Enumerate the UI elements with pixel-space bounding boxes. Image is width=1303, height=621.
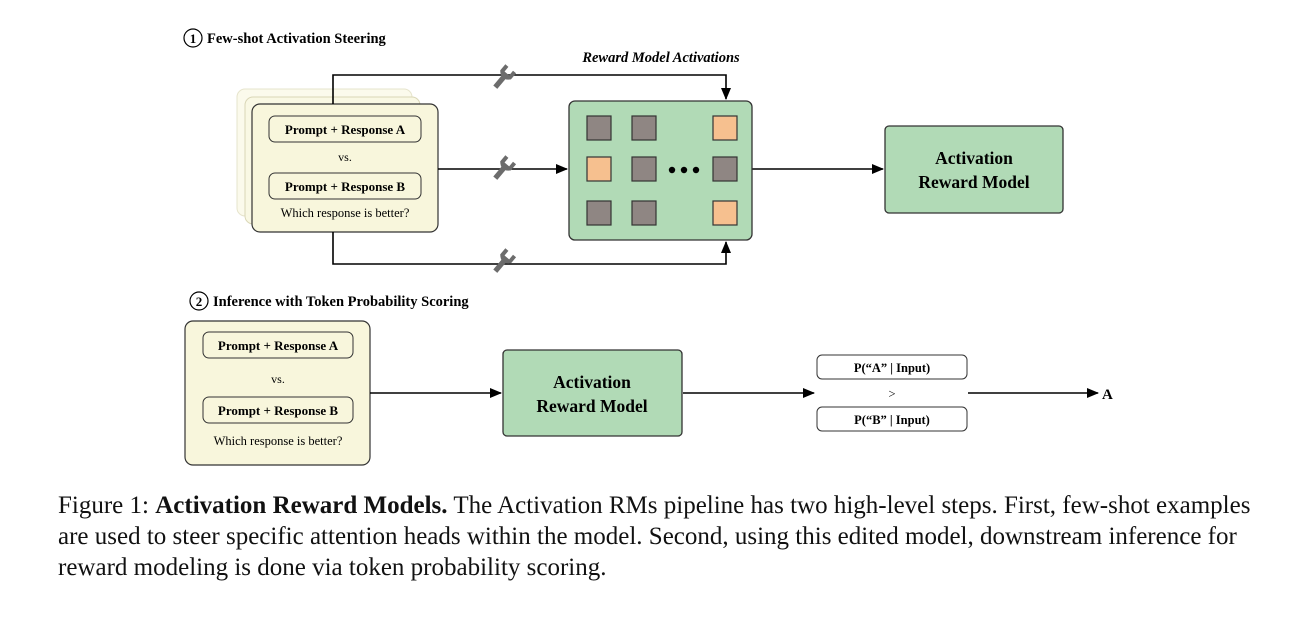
pipeline-diagram: 1 Few-shot Activation Steering Reward Mo…: [183, 28, 1113, 466]
step2-circle: [189, 291, 209, 311]
response-a-label: Prompt + Response A: [285, 122, 406, 137]
top-arrow: [332, 74, 731, 104]
prob-b-box: [816, 406, 968, 432]
ellipsis-dot: [680, 166, 688, 174]
question-label: Which response is better?: [281, 206, 410, 220]
activation-rm-line1: Activation: [935, 148, 1013, 168]
activation-rm-box-step2: Activation Reward Model: [502, 349, 683, 437]
response-b-label: Prompt + Response B: [218, 403, 339, 418]
wrench-icon: [489, 248, 517, 276]
reward-activations-label: Reward Model Activations: [581, 50, 740, 66]
activations-grid: [568, 100, 753, 241]
activation-cell: [631, 156, 657, 182]
step2-number: 2: [196, 294, 203, 309]
activations-panel: [568, 100, 753, 241]
activation-rm-line1: Activation: [553, 372, 631, 392]
activation-rm-panel: [884, 125, 1064, 214]
step1-circle: [183, 28, 203, 48]
prob-b-label: P(“B” | Input): [854, 413, 930, 427]
vs-label: vs.: [338, 150, 352, 164]
activation-cell-steered: [712, 115, 738, 141]
token-probability-scoring: P(“A” | Input) > P(“B” | Input): [816, 354, 968, 432]
prob-a-label: P(“A” | Input): [854, 361, 930, 375]
activation-cell: [631, 115, 657, 141]
figure-caption: Figure 1: Activation Reward Models. The …: [58, 490, 1258, 583]
step2-prompt-card: Prompt + Response A vs. Prompt + Respons…: [184, 320, 371, 466]
response-b-box: [268, 172, 422, 200]
greater-than-label: >: [888, 387, 895, 401]
activation-cell: [586, 115, 612, 141]
step2-heading: 2 Inference with Token Probability Scori…: [189, 291, 469, 311]
response-a-box: [202, 331, 354, 359]
activation-rm-box-step1: Activation Reward Model: [884, 125, 1064, 214]
caption-bold: Activation Reward Models.: [155, 492, 448, 519]
vs-label: vs.: [271, 372, 285, 386]
response-b-label: Prompt + Response B: [285, 179, 406, 194]
activation-rm-line2: Reward Model: [918, 172, 1029, 192]
step2-title: Inference with Token Probability Scoring: [213, 294, 469, 310]
activation-cell-steered: [712, 200, 738, 226]
step1-heading: 1 Few-shot Activation Steering: [183, 28, 387, 48]
wrench-icon: [489, 64, 517, 92]
output-label: A: [1102, 387, 1113, 403]
activation-cell-steered: [586, 156, 612, 182]
bottom-arrow: [332, 232, 731, 265]
caption-prefix: Figure 1:: [58, 492, 156, 519]
activation-cell: [631, 200, 657, 226]
ellipsis-dot: [692, 166, 700, 174]
step1-number: 1: [190, 31, 197, 46]
activation-rm-line2: Reward Model: [536, 396, 647, 416]
response-b-box: [202, 396, 354, 424]
activation-rm-panel: [502, 349, 683, 437]
ellipsis-dot: [668, 166, 676, 174]
question-label: Which response is better?: [214, 434, 343, 448]
caption-rest: The Activation RMs pipeline has two high…: [58, 492, 1251, 581]
step1-title: Few-shot Activation Steering: [207, 31, 387, 47]
activation-cell: [712, 156, 738, 182]
prob-a-box: [816, 354, 968, 380]
activation-cell: [586, 200, 612, 226]
response-a-box: [268, 115, 422, 143]
step1-prompt-stack: Prompt + Response A vs. Prompt + Respons…: [236, 88, 439, 233]
response-a-label: Prompt + Response A: [218, 338, 339, 353]
